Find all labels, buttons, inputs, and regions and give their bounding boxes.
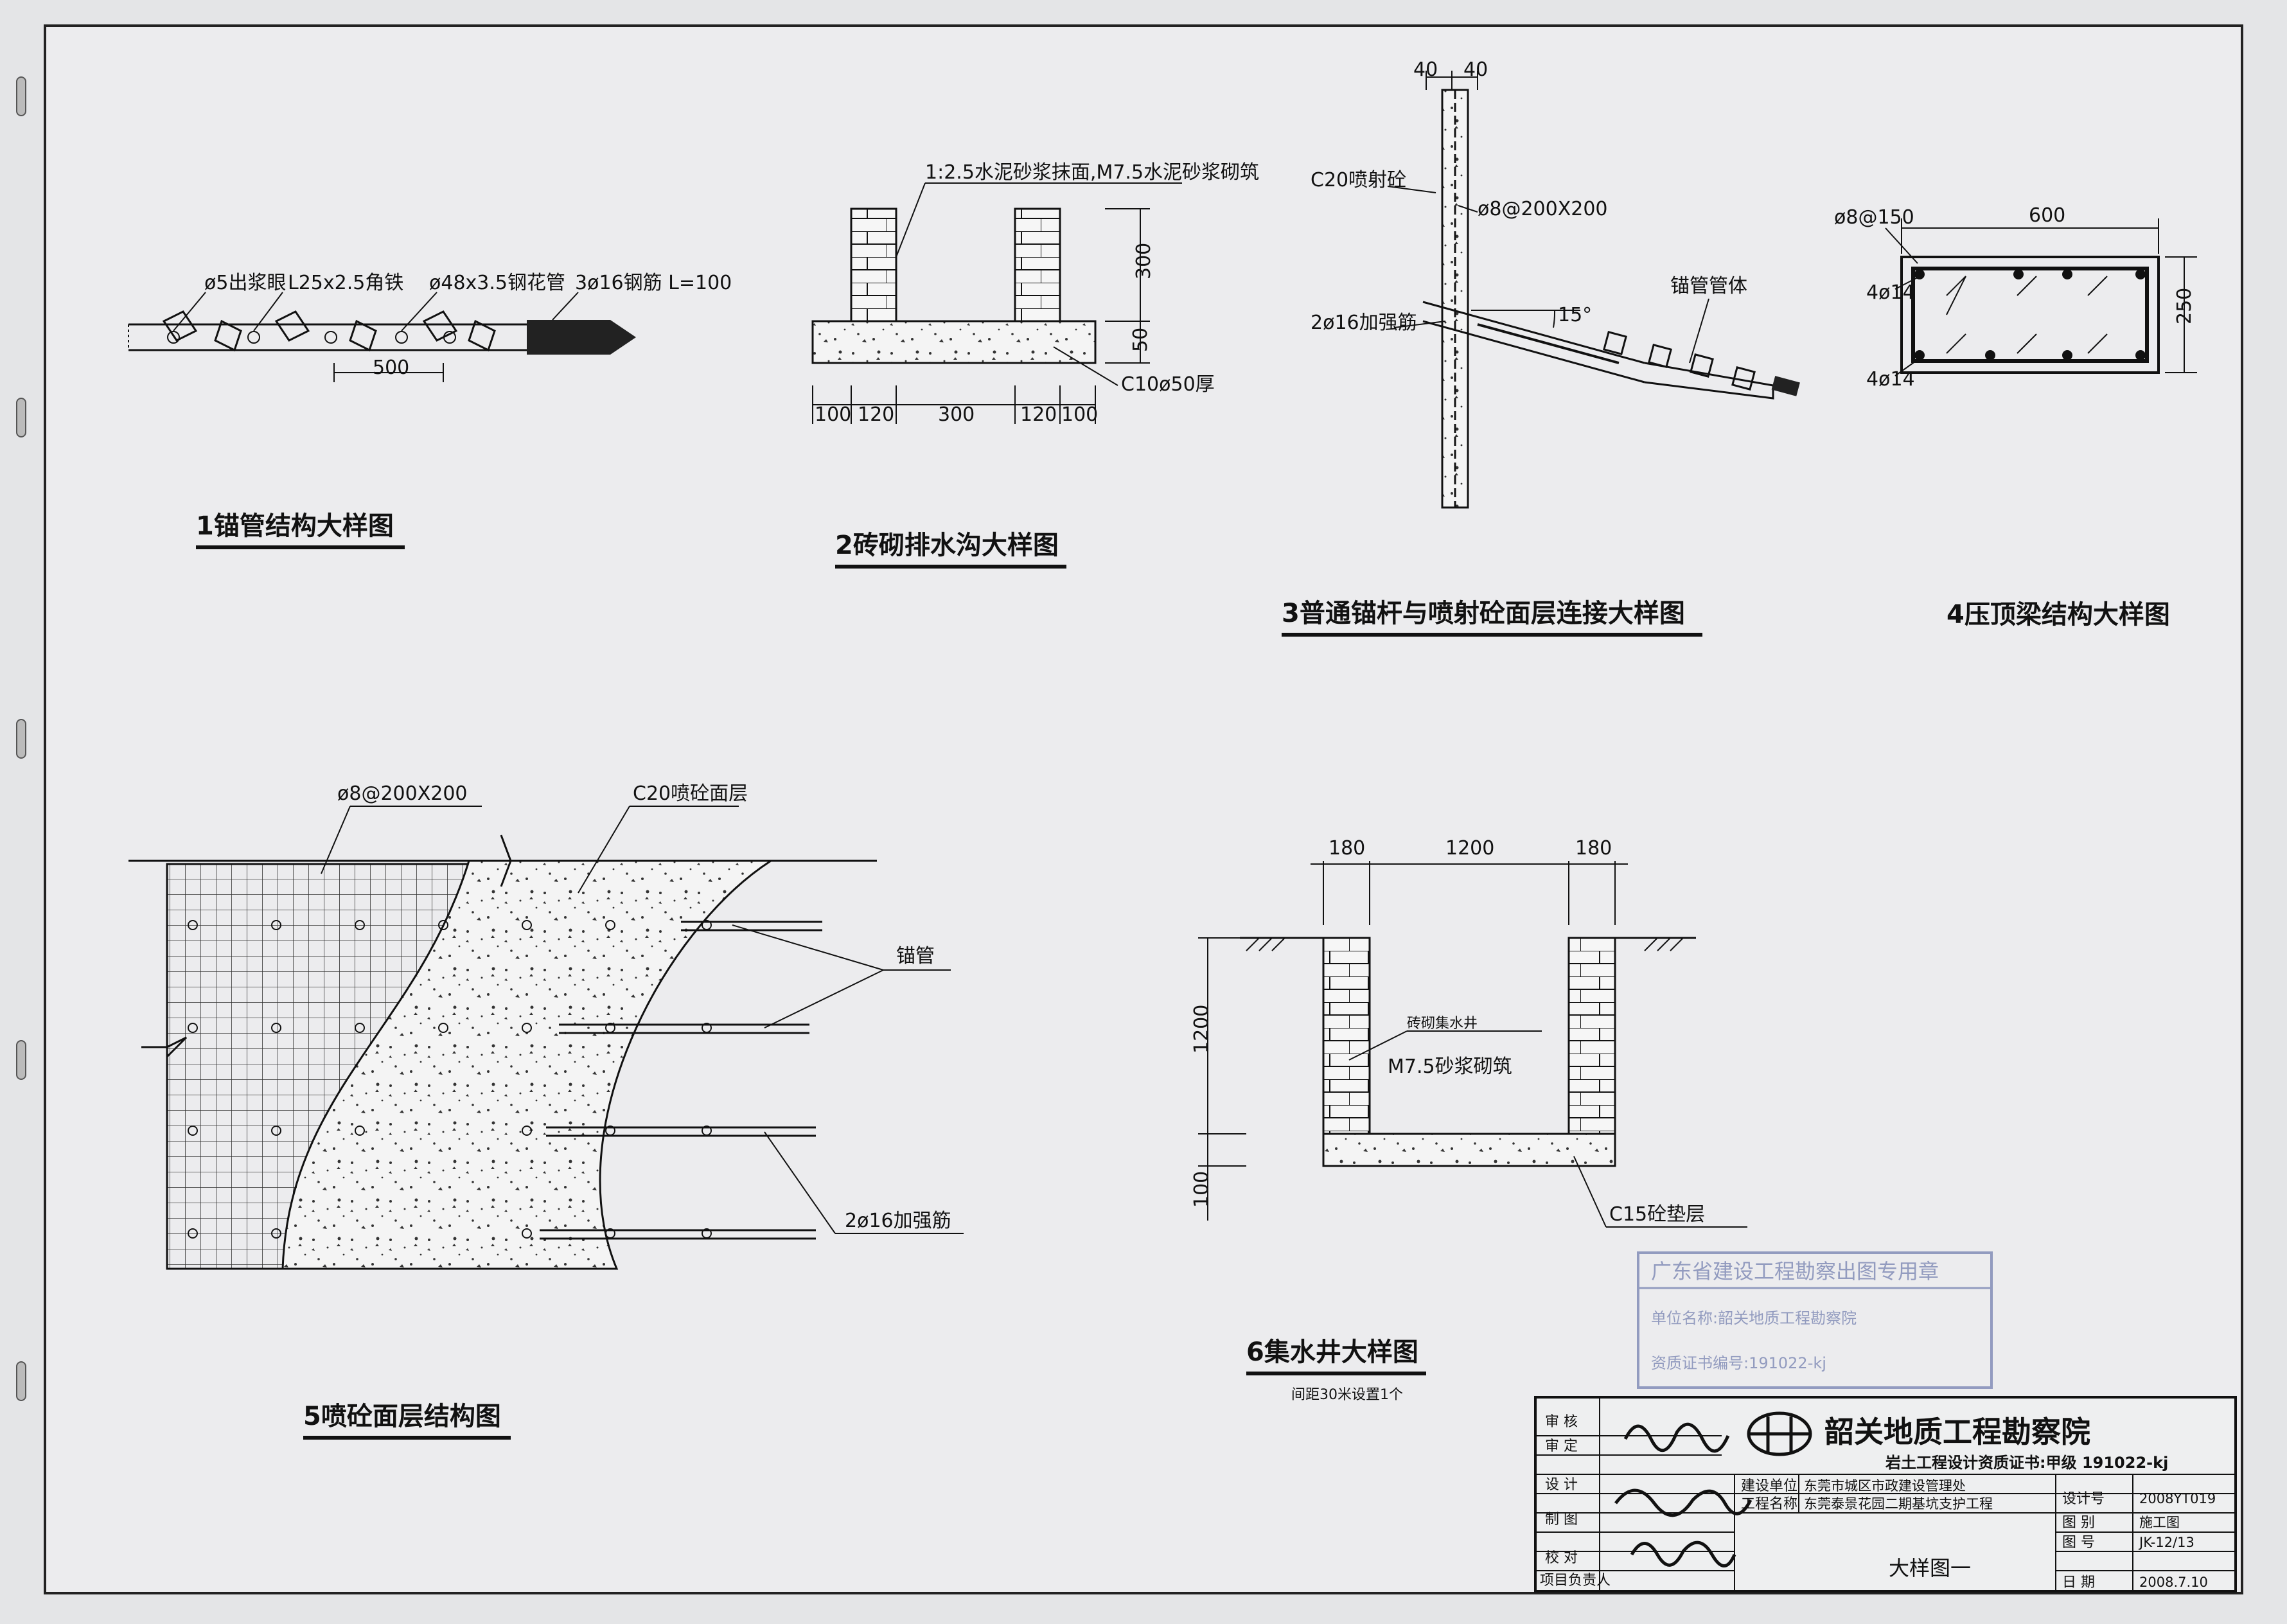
drawing-4-crown-beam: 600 250 ø8@150 4ø14 4ø14 4压顶梁结构大样图: [1834, 204, 2197, 630]
d6-dim-100v: 100: [1190, 1171, 1213, 1208]
d2-dim-2: 300: [938, 403, 975, 426]
d5-label-rebar: 2ø16加强筋: [845, 1210, 951, 1232]
binding-holes: [16, 76, 26, 1401]
d2-dim-3: 120: [1020, 403, 1057, 426]
d1-title: 1锚管结构大样图: [196, 511, 394, 541]
d2-label-mortar: 1:2.5水泥砂浆抹面,M7.5水泥砂浆砌筑: [925, 161, 1259, 184]
tb-role-4: 校 对: [1545, 1550, 1578, 1566]
d3-dim-40b: 40: [1463, 58, 1488, 81]
tb-client: 东莞市城区市政建设管理处: [1804, 1478, 1966, 1494]
stamp-line3: 资质证书编号:191022-kj: [1651, 1354, 1826, 1372]
d4-label-bottom: 4ø14: [1866, 368, 1915, 391]
tb-project: 东莞泰景花园二期基坑支护工程: [1804, 1496, 1993, 1512]
tb-meta-label-3: 日 期: [2062, 1575, 2095, 1591]
tb-cert: 岩土工程设计资质证书:甲级 191022-kj: [1885, 1454, 2168, 1472]
d6-dim-top-2: 180: [1575, 837, 1612, 860]
signature-2: [1614, 1488, 1753, 1517]
tb-meta-value-1: 施工图: [2139, 1515, 2180, 1530]
d6-label-well: 砖砌集水井: [1407, 1016, 1478, 1032]
d1-dim-500: 500: [373, 357, 409, 379]
d3-label-body: 锚管管体: [1670, 275, 1747, 297]
d4-label-stirrup: ø8@150: [1834, 206, 1914, 229]
d3-label-mesh: ø8@200X200: [1478, 198, 1608, 220]
d6-dim-top-1: 1200: [1445, 837, 1494, 860]
d2-dim-4: 100: [1061, 403, 1098, 426]
signature-1: [1623, 1422, 1730, 1453]
d3-title: 3普通锚杆与喷射砼面层连接大样图: [1282, 599, 1685, 628]
tb-role-2: 设 计: [1545, 1477, 1578, 1493]
tb-meta-label-0: 设计号: [2062, 1491, 2105, 1507]
d6-label-c15: C15砼垫层: [1609, 1203, 1705, 1226]
d4-label-top: 4ø14: [1866, 281, 1915, 304]
company-logo: [1747, 1411, 1812, 1456]
d3-dim-40a: 40: [1413, 58, 1438, 81]
d2-dim-50: 50: [1129, 328, 1152, 352]
tb-meta-value-2: JK-12/13: [2138, 1535, 2194, 1550]
d6-dim-1200v: 1200: [1190, 1005, 1213, 1054]
tb-meta-value-0: 2008YT019: [2139, 1491, 2216, 1506]
drawing-5-shotcrete-layer: ø8@200X200 C20喷砼面层 锚管 2ø16加强筋 5喷砼面层结构图: [128, 782, 964, 1440]
d3-label-rebar: 2ø16加强筋: [1311, 312, 1417, 334]
d1-label-angle: L25x2.5角铁: [288, 272, 403, 294]
stamp-line2: 单位名称:韶关地质工程勘察院: [1651, 1309, 1857, 1327]
d3-label-angle: 15°: [1558, 304, 1592, 326]
stamp-line1: 广东省建设工程勘察出图专用章: [1651, 1259, 1939, 1284]
drawing-1-anchor-pipe: 500 ø5出浆眼 L25x2.5角铁 ø48x3.5钢花管 3ø16钢筋 L=…: [128, 272, 732, 549]
d5-label-c20: C20喷砼面层: [633, 782, 748, 805]
d6-label-mortar: M7.5砂浆砌筑: [1388, 1055, 1512, 1078]
d5-label-mesh: ø8@200X200: [337, 782, 468, 805]
d1-label-hole: ø5出浆眼: [204, 272, 286, 294]
title-block: 审 核 审 定 设 计 制 图 校 对 项目负责人 韶关地质工程勘察院 岩土工程…: [1534, 1396, 2237, 1593]
tb-meta-label-2: 图 号: [2062, 1535, 2095, 1551]
tb-drawing-name: 大样图一: [1889, 1556, 1971, 1580]
tb-role-1: 审 定: [1545, 1438, 1578, 1454]
d6-title: 6集水井大样图: [1246, 1337, 1418, 1367]
d3-label-c20: C20喷射砼: [1311, 169, 1406, 191]
signature-3: [1630, 1540, 1736, 1567]
tb-company: 韶关地质工程勘察院: [1824, 1415, 2090, 1449]
d2-label-c10: C10ø50厚: [1121, 373, 1215, 396]
d1-label-pipe: ø48x3.5钢花管: [429, 272, 565, 294]
d2-title: 2砖砌排水沟大样图: [835, 531, 1059, 560]
d4-dim-250: 250: [2173, 288, 2196, 324]
tb-project-label: 工程名称: [1741, 1496, 1797, 1512]
tb-meta-value-3: 2008.7.10: [2139, 1575, 2208, 1590]
tb-client-label: 建设单位: [1741, 1478, 1797, 1494]
d4-dim-600: 600: [2029, 204, 2065, 227]
tb-meta-label-1: 图 别: [2062, 1515, 2095, 1531]
d6-subtitle: 间距30米设置1个: [1291, 1387, 1403, 1403]
drawing-3-anchor-connection: 40 40 15° C20喷射砼 ø8@200X200 锚管管体 2ø16加强筋…: [1282, 58, 1800, 637]
tb-role-0: 审 核: [1545, 1414, 1578, 1430]
tb-role-3: 制 图: [1545, 1512, 1578, 1528]
drawing-2-drainage-ditch: 100 120 300 120 100 300 50 1:2.5水泥砂浆抹面,M…: [811, 161, 1259, 569]
d2-dim-1: 120: [858, 403, 894, 426]
d5-label-anchor: 锚管: [896, 945, 935, 967]
approval-stamp: 广东省建设工程勘察出图专用章 单位名称:韶关地质工程勘察院 资质证书编号:191…: [1637, 1251, 1993, 1389]
tb-role-5: 项目负责人: [1540, 1573, 1611, 1589]
d2-dim-0: 100: [815, 403, 851, 426]
d1-label-rebar: 3ø16钢筋 L=100: [575, 272, 732, 294]
d2-dim-300v: 300: [1133, 243, 1155, 279]
d5-title: 5喷砼面层结构图: [303, 1402, 501, 1431]
drawing-6-sump-well: 180 1200 180 1200 100 砖砌集水井 M7.5砂浆砌筑 C15…: [1190, 837, 1747, 1403]
d6-dim-top-0: 180: [1329, 837, 1365, 860]
d4-title: 4压顶梁结构大样图: [1947, 600, 2170, 630]
